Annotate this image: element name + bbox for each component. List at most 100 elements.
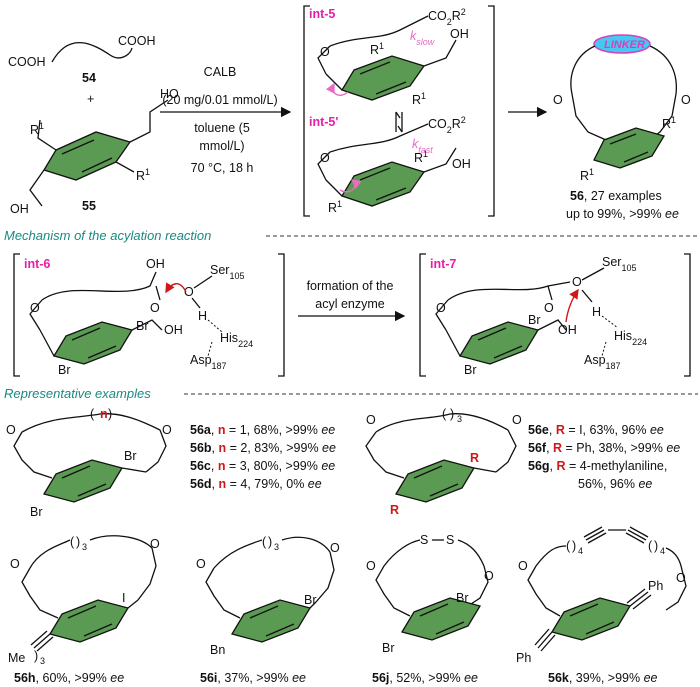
- conditions-arrow: CALB (20 mg/0.01 mmol/L) toluene (5 mmol…: [160, 65, 292, 175]
- g2-r-b: R: [390, 503, 399, 517]
- g1-n: n: [100, 407, 108, 421]
- caption-56d: 56d, n = 4, 79%, 0% ee: [190, 477, 322, 491]
- int-5-r1-b: R1: [412, 91, 426, 107]
- g2-r-a: R: [470, 451, 479, 465]
- structure-56i: ( ) 3 O O Br Bn 56i, 37%, >99% ee: [196, 535, 340, 685]
- int-5-ester: CO2R2: [428, 7, 466, 27]
- svg-text:(: (: [442, 407, 447, 421]
- int-6-o-acid: O: [150, 301, 160, 315]
- int-6-his: His224: [220, 331, 253, 349]
- int-5-oh: OH: [450, 27, 469, 41]
- c55-r1-a: R1: [30, 121, 44, 137]
- svg-text:3: 3: [40, 656, 45, 666]
- caption-56e: 56e, R = I, 63%, 96% ee: [528, 423, 664, 437]
- int-5-label: int-5: [309, 7, 335, 21]
- k-slow: kslow: [410, 29, 435, 47]
- caption-56f: 56f, R = Ph, 38%, >99% ee: [528, 441, 680, 455]
- svg-text:O: O: [330, 541, 340, 555]
- svg-text:O: O: [518, 559, 528, 573]
- i-bn: Bn: [210, 643, 225, 657]
- int-5p-r1-a: R1: [414, 149, 428, 165]
- c55-r1-b: R1: [136, 167, 150, 183]
- int-6-asp: Asp187: [190, 353, 227, 371]
- label-54: 54: [82, 71, 96, 85]
- svg-text:): ): [654, 539, 658, 553]
- c55-oh-bottom: OH: [10, 202, 29, 216]
- g1-br-b: Br: [30, 505, 43, 519]
- svg-text:O: O: [10, 557, 20, 571]
- int-6: int-6 OH O O OH Br Br O Ser105 H His224 …: [13, 253, 285, 377]
- i-br: Br: [304, 593, 317, 607]
- c56-caption-2: up to 99%, >99% ee: [566, 207, 679, 221]
- int-7-his: His224: [614, 329, 647, 347]
- int-7-ser: Ser105: [602, 255, 636, 273]
- caption-56g: 56g, R = 4-methylaniline,: [528, 459, 667, 473]
- svg-text:(: (: [262, 535, 267, 549]
- svg-text:(: (: [70, 535, 75, 549]
- caption-56i: 56i, 37%, >99% ee: [200, 671, 306, 685]
- j-s-b: S: [446, 533, 454, 547]
- caption-56k: 56k, 39%, >99% ee: [548, 671, 658, 685]
- svg-text:): ): [268, 535, 272, 549]
- int-5p-label: int-5': [309, 115, 338, 129]
- k-fast: kfast: [412, 137, 433, 155]
- svg-text:O: O: [6, 423, 16, 437]
- h-sub: 3: [82, 542, 87, 552]
- arrow-text-1: formation of the: [307, 279, 394, 293]
- int-7-oh: OH: [558, 323, 577, 337]
- int-6-br-b: Br: [58, 363, 71, 377]
- equilibrium-arrows: [395, 111, 403, 133]
- int-7-label: int-7: [430, 257, 456, 271]
- svg-text:O: O: [366, 413, 376, 427]
- k-ph-b: Ph: [516, 651, 531, 665]
- label-55: 55: [82, 199, 96, 213]
- cooh-right: COOH: [118, 34, 156, 48]
- int-5-o-carbonyl: O: [320, 45, 330, 59]
- cond-temp: 70 °C, 18 h: [191, 161, 254, 175]
- svg-text:): ): [572, 539, 576, 553]
- c56-o-right: O: [681, 93, 691, 107]
- svg-text:(: (: [566, 539, 571, 553]
- caption-56g-cont: 56%, 96% ee: [578, 477, 652, 491]
- svg-text:): ): [450, 407, 454, 421]
- svg-text:O: O: [512, 413, 522, 427]
- arrow-text-2: acyl enzyme: [315, 297, 385, 311]
- compound-54: COOH COOH 54 +: [8, 34, 156, 106]
- svg-text:): ): [34, 649, 38, 663]
- int-5p-o-carbonyl: O: [320, 151, 330, 165]
- c56-caption-1: 56, 27 examples: [570, 189, 662, 203]
- k-sub-a: 4: [578, 546, 583, 556]
- caption-56b: 56b, n = 2, 83%, >99% ee: [190, 441, 336, 455]
- int-7: int-7 O O Ser105 H His224 Asp187 O OH Br…: [419, 253, 691, 377]
- c56-o-left: O: [553, 93, 563, 107]
- k-sub-b: 4: [660, 546, 665, 556]
- captions-56a-d: 56a, n = 1, 68%, >99% ee 56b, n = 2, 83%…: [190, 423, 336, 491]
- examples-title: Representative examples: [4, 386, 151, 401]
- cond-solvent: toluene (5: [194, 121, 250, 135]
- g1-br-a: Br: [124, 449, 137, 463]
- svg-text:(: (: [648, 539, 653, 553]
- svg-text:O: O: [162, 423, 172, 437]
- caption-56j: 56j, 52%, >99% ee: [372, 671, 478, 685]
- svg-text:O: O: [150, 537, 160, 551]
- c56-r1-b: R1: [580, 167, 594, 183]
- cooh-left: COOH: [8, 55, 46, 69]
- svg-text:(: (: [90, 407, 95, 421]
- svg-text:O: O: [196, 557, 206, 571]
- plus-sign: +: [87, 92, 94, 106]
- caption-56a: 56a, n = 1, 68%, >99% ee: [190, 423, 335, 437]
- int-5p-oh: OH: [452, 157, 471, 171]
- svg-text:): ): [108, 407, 112, 421]
- int-5p-r1-b: R1: [328, 199, 342, 215]
- linker-label: LINKER: [604, 39, 645, 51]
- h-me: Me: [8, 651, 25, 665]
- int-5p-ester: CO2R2: [428, 115, 466, 135]
- j-s-a: S: [420, 533, 428, 547]
- structure-56h: ( ) 3 O O I Me ) 3 56h, 60%, >99% ee: [8, 535, 160, 685]
- int-7-o-ester: O: [436, 301, 446, 315]
- mechanism-title: Mechanism of the acylation reaction: [4, 228, 211, 243]
- acyl-enzyme-arrow: formation of the acyl enzyme: [298, 279, 406, 322]
- caption-56h: 56h, 60%, >99% ee: [14, 671, 124, 685]
- int-6-label: int-6: [24, 257, 50, 271]
